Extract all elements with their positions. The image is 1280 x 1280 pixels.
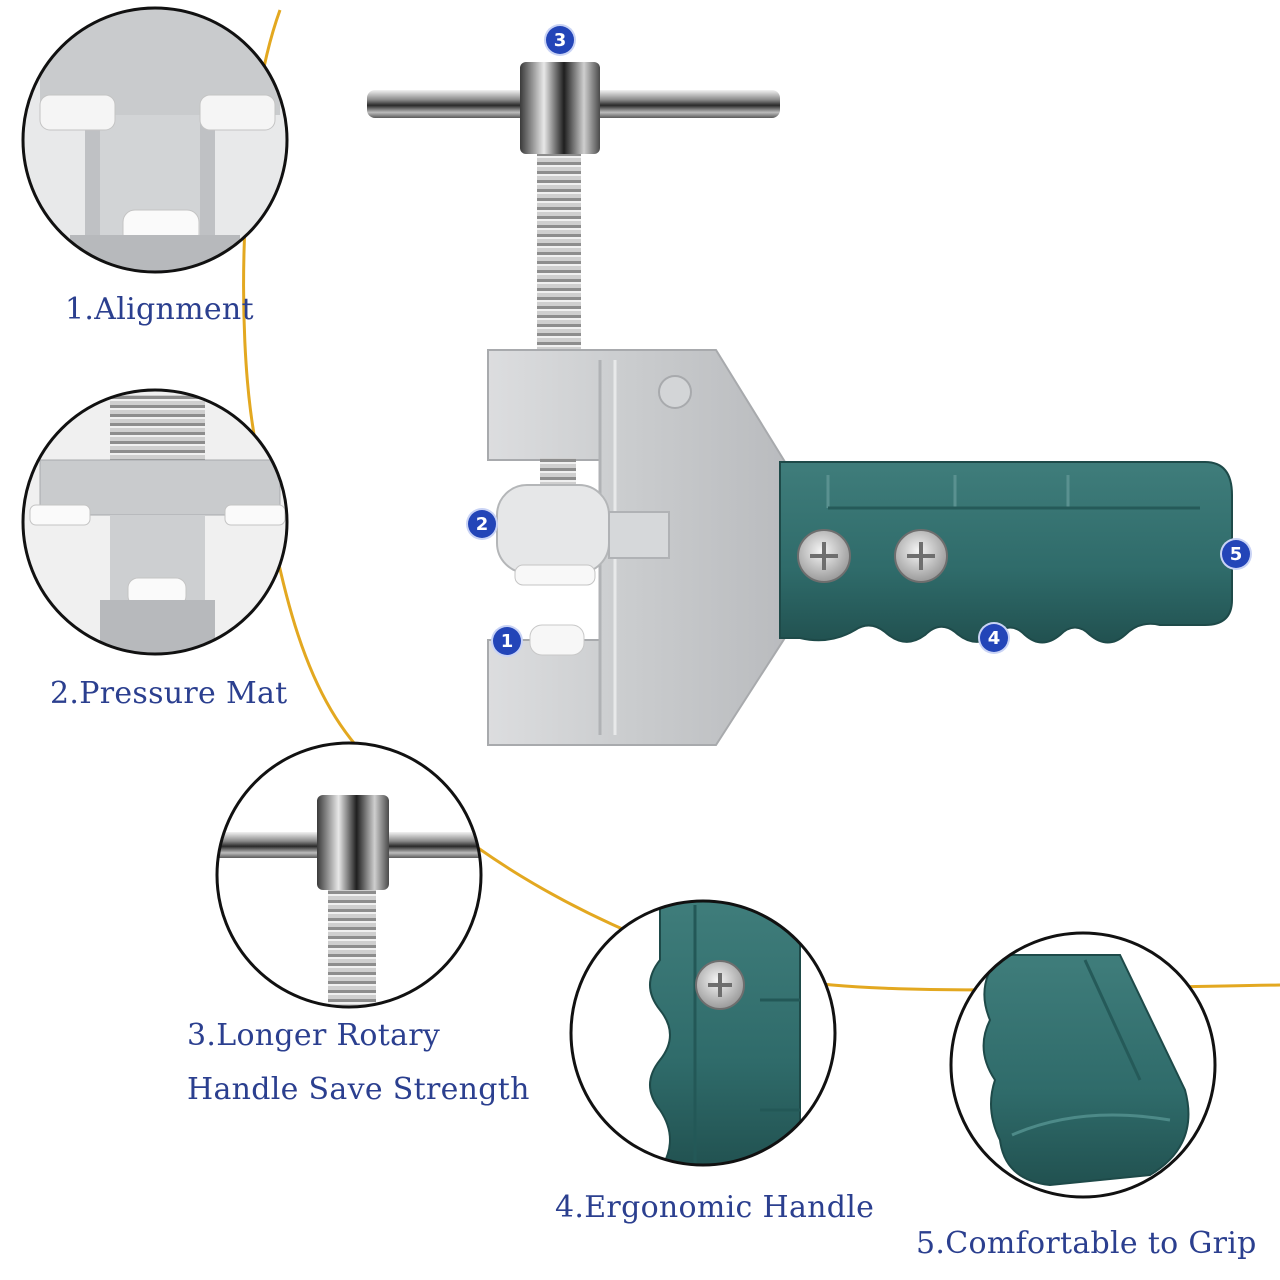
caption-rotary-line1: 3.Longer Rotary (187, 1018, 441, 1053)
detail-circle-ergonomic-handle (571, 901, 835, 1165)
alignment-pad (529, 624, 585, 656)
t-handle-hub (520, 62, 600, 154)
rivet (658, 375, 692, 409)
threaded-rod (537, 154, 581, 354)
badge-1: 1 (493, 627, 521, 655)
caption-pressure-mat: 2.Pressure Mat (50, 676, 288, 711)
detail-circle-pressure-mat (23, 390, 287, 654)
caption-alignment: 1.Alignment (65, 292, 254, 327)
pressure-block (496, 484, 610, 574)
detail-circle-grip (951, 933, 1215, 1197)
badge-2: 2 (468, 510, 496, 538)
caption-grip: 5.Comfortable to Grip (916, 1226, 1257, 1261)
badge-5: 5 (1222, 540, 1250, 568)
tile-cutter-tool (367, 62, 1233, 746)
detail-circle-alignment (23, 8, 287, 272)
badge-3: 3 (546, 26, 574, 54)
detail-circle-rotary-handle (217, 743, 481, 1007)
caption-ergonomic: 4.Ergonomic Handle (555, 1190, 875, 1225)
badge-4: 4 (980, 624, 1008, 652)
caption-rotary-line2: Handle Save Strength (187, 1072, 530, 1107)
